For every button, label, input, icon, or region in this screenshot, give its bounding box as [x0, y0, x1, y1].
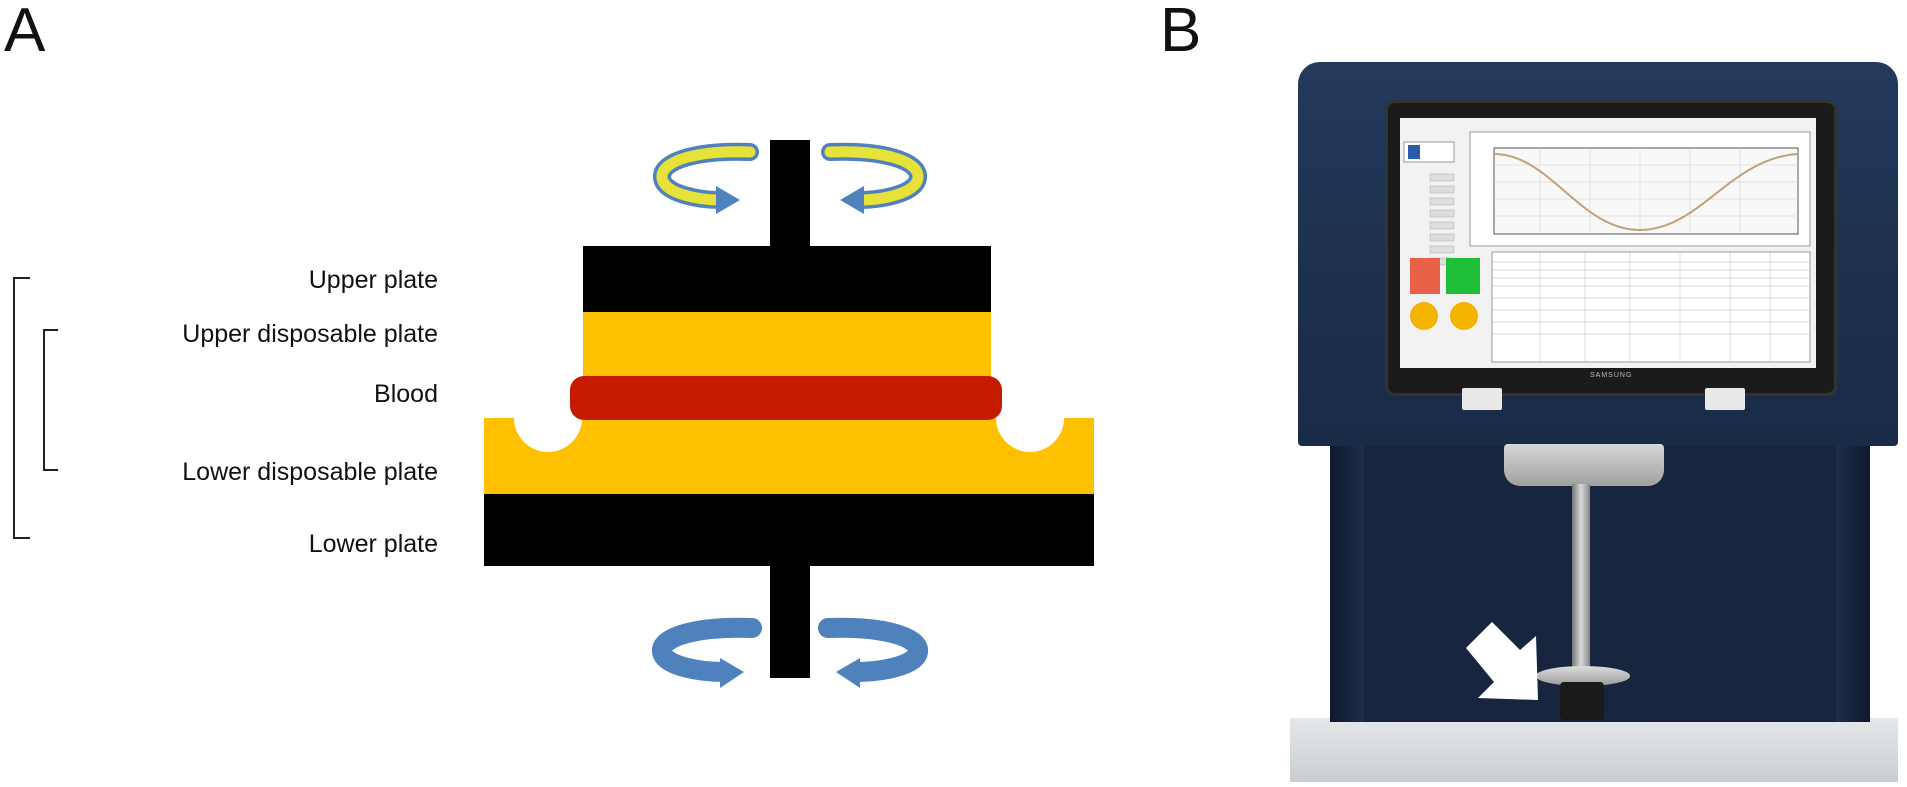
monitor-screen [1400, 118, 1816, 368]
lower-plate [484, 494, 1094, 566]
panel-letter-b: B [1160, 0, 1202, 65]
upper-rotation-arrow-right [821, 142, 927, 214]
upper-shaft [770, 140, 810, 250]
blood-layer [570, 376, 1002, 420]
panel-letter-a: A [4, 0, 46, 65]
label-upper-plate: Upper plate [308, 266, 438, 294]
lower-disposable-plate [484, 418, 1094, 496]
upper-disposable-plate [583, 312, 991, 378]
label-blood: Blood [374, 380, 438, 408]
bracket-outer [13, 277, 30, 539]
lower-shaft [770, 566, 810, 678]
rheometer-spindle [1572, 484, 1590, 672]
label-lower-disposable-plate: Lower disposable plate [182, 458, 438, 486]
instrument-base [1290, 718, 1898, 782]
upper-plate [583, 246, 991, 312]
label-lower-plate: Lower plate [308, 530, 438, 558]
upper-rotation-arrow-left [653, 142, 759, 214]
rheometer-head [1504, 444, 1664, 486]
rheometer-holder [1560, 682, 1604, 720]
lower-rotation-arrow-left [652, 617, 762, 688]
bracket-inner [43, 329, 58, 471]
rheometer-plate-assembly [1536, 666, 1630, 686]
monitor-mount-left [1462, 388, 1502, 410]
monitor-mount-right [1705, 388, 1745, 410]
lower-rotation-arrow-right [818, 617, 928, 688]
screen-software-ui [1400, 118, 1816, 368]
label-upper-disposable-plate: Upper disposable plate [182, 320, 438, 348]
cabinet-side-right [1836, 440, 1870, 722]
instrument-lower-cabinet [1330, 440, 1870, 722]
monitor-brand: SAMSUNG [1590, 372, 1633, 379]
cabinet-side-left [1330, 440, 1364, 722]
